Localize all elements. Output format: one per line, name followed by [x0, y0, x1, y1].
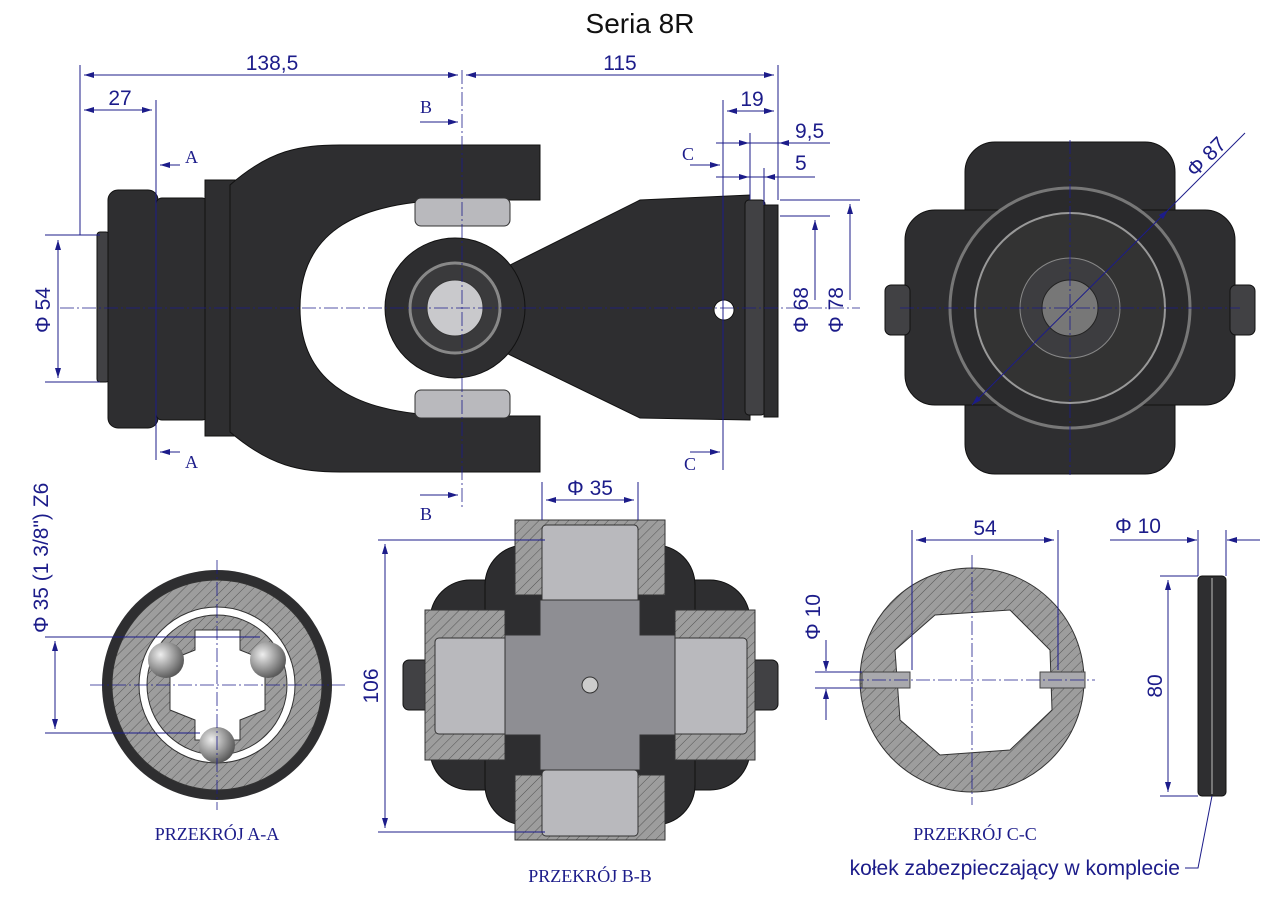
dia-78: Φ 78 — [825, 287, 848, 333]
pin-dia-10: Φ 10 — [1115, 515, 1161, 538]
drawing-title: Seria 8R — [586, 8, 695, 39]
side-view-dimensions: 138,5 115 27 19 9,5 5 Φ 54 Φ 68 Φ 78 A A… — [32, 52, 860, 524]
side-view — [96, 144, 779, 473]
section-mark-b-top: B — [420, 97, 432, 117]
dim-54: 54 — [973, 517, 997, 540]
dim-5: 5 — [795, 152, 807, 175]
dia-54: Φ 54 — [32, 287, 55, 333]
section-mark-a-top: A — [185, 147, 198, 167]
pin-caption: kołek zabezpieczający w komplecie — [850, 857, 1180, 880]
dia-68: Φ 68 — [790, 287, 813, 333]
section-bb-label: PRZEKRÓJ B-B — [528, 865, 652, 886]
dim-19: 19 — [740, 88, 763, 111]
section-cc: 54 Φ 10 PRZEKRÓJ C-C — [802, 517, 1095, 844]
dia-35-spline: Φ 35 (1 3/8") Z6 — [30, 483, 53, 633]
pin-view: Φ 10 80 kołek zabezpieczający w kompleci… — [850, 515, 1260, 880]
section-mark-a-bottom: A — [185, 452, 198, 472]
dia-87: Φ 87 — [1182, 133, 1231, 182]
dia-10-hole: Φ 10 — [802, 594, 825, 640]
dim-115: 115 — [603, 52, 636, 75]
end-view: Φ 87 — [884, 132, 1256, 475]
section-mark-c-bottom: C — [684, 454, 696, 474]
section-cc-label: PRZEKRÓJ C-C — [913, 823, 1037, 844]
section-aa-label: PRZEKRÓJ A-A — [155, 823, 280, 844]
dim-27: 27 — [108, 87, 131, 110]
section-mark-c-top: C — [682, 144, 694, 164]
section-mark-b-bottom: B — [420, 504, 432, 524]
dim-9-5: 9,5 — [795, 120, 824, 143]
section-bb: Φ 35 106 PRZEKRÓJ B-B — [360, 477, 779, 886]
dia-35-cross: Φ 35 — [567, 477, 613, 500]
section-aa: Φ 35 (1 3/8") Z6 PRZEKRÓJ A-A — [30, 483, 345, 844]
pin-length-80: 80 — [1144, 674, 1167, 697]
dim-138-5: 138,5 — [246, 52, 299, 75]
dim-106: 106 — [360, 668, 383, 703]
